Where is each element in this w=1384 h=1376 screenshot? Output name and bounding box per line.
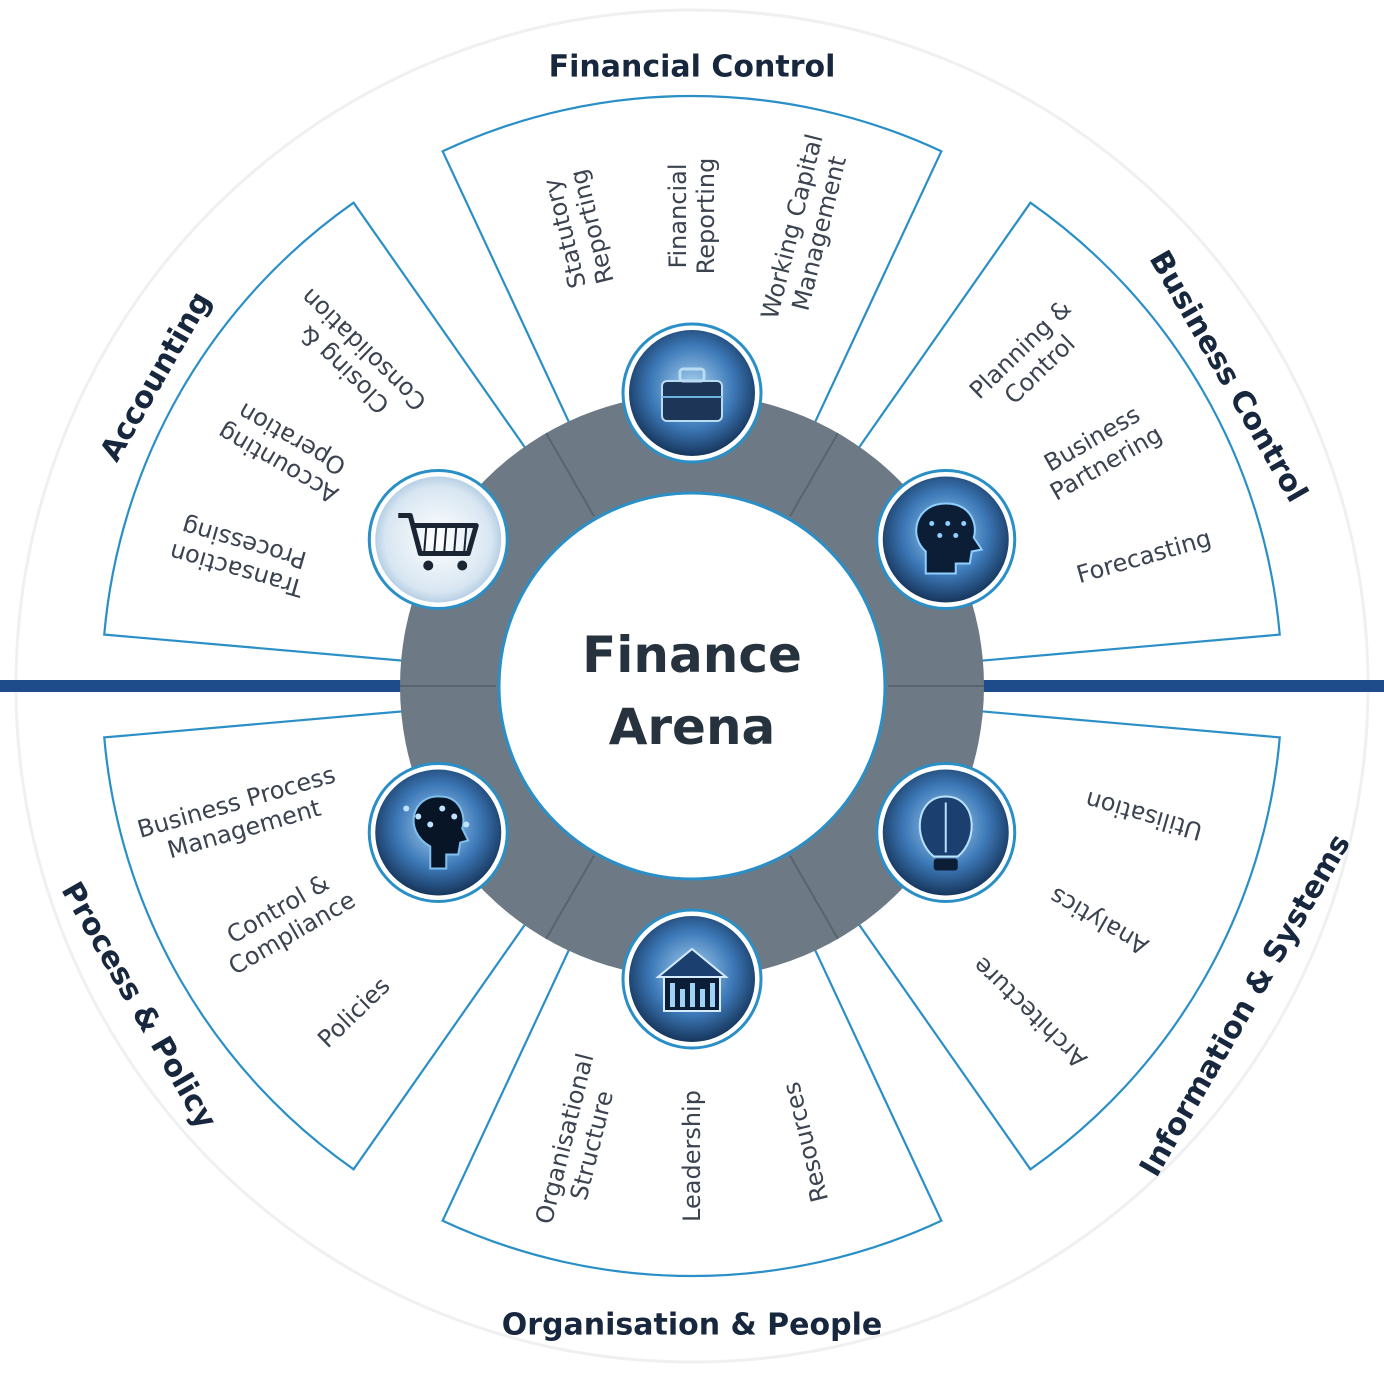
- section-dividers: [0, 680, 1384, 692]
- digital-head-icon: [367, 762, 509, 903]
- hub-seam: [545, 432, 595, 517]
- shopping-cart-icon: [367, 469, 509, 610]
- category-organisation-people: Organisation & People: [502, 1308, 882, 1343]
- ai-head-icon: [875, 469, 1017, 610]
- hub-seam: [545, 855, 595, 940]
- center-title-line2: Arena: [609, 698, 776, 756]
- briefcase-icon: [621, 322, 763, 464]
- hub-seam: [789, 855, 839, 940]
- divider-right: [884, 680, 1384, 692]
- hub-seam: [789, 432, 839, 517]
- item-label: FinancialReporting: [664, 158, 720, 275]
- center-circle: [497, 491, 887, 881]
- center-title-line1: Finance: [582, 626, 802, 684]
- segment-icons: [367, 322, 1017, 1050]
- category-financial-control: Financial Control: [549, 50, 836, 85]
- item-label: Leadership: [678, 1090, 706, 1222]
- divider-left: [0, 680, 500, 692]
- lightbulb-head-icon: [875, 762, 1017, 903]
- organisation-building-icon: [621, 908, 763, 1050]
